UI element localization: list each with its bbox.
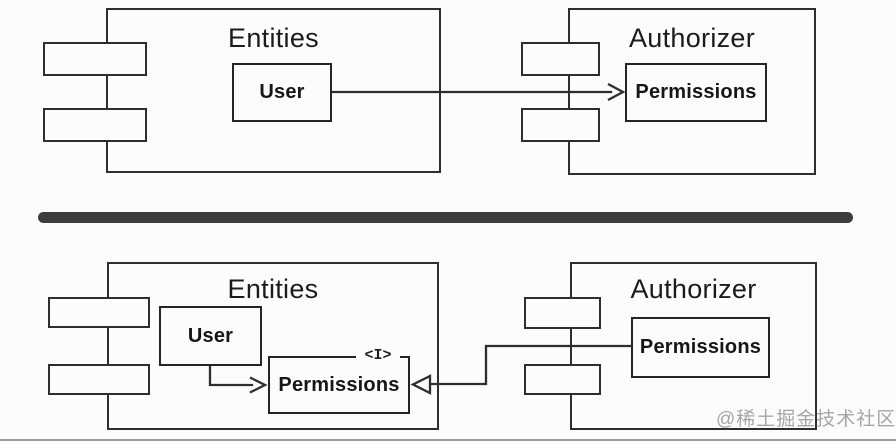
- component-title-authorizer-bottom: Authorizer: [630, 274, 757, 304]
- component-icon-tab: [43, 108, 147, 142]
- class-box-permissions-entities-bottom: Permissions: [268, 356, 410, 414]
- class-label-user-bottom: User: [187, 324, 234, 347]
- class-label-permissions-entities-bottom: Permissions: [278, 373, 400, 396]
- component-title-entities-top: Entities: [228, 23, 319, 53]
- class-box-permissions-authorizer-bottom: Permissions: [631, 317, 770, 378]
- class-label-permissions-top: Permissions: [635, 81, 757, 103]
- component-icon-tab: [524, 364, 601, 395]
- watermark-text: @稀土掘金技术社区: [716, 409, 896, 430]
- section-divider: [38, 212, 853, 223]
- class-box-user-bottom: User: [159, 306, 262, 366]
- component-icon-tab: [48, 297, 150, 328]
- class-box-permissions-top: Permissions: [625, 63, 767, 122]
- component-icon-tab: [521, 108, 600, 142]
- component-title-authorizer-top: Authorizer: [628, 23, 756, 53]
- component-icon-tab: [524, 297, 601, 329]
- bottom-rule: [0, 439, 896, 441]
- component-title-entities-bottom: Entities: [227, 274, 319, 304]
- class-label-permissions-authorizer-bottom: Permissions: [639, 336, 762, 358]
- interface-marker: <I>: [356, 346, 400, 365]
- class-box-user-top: User: [232, 63, 332, 122]
- component-icon-tab: [521, 42, 600, 76]
- component-icon-tab: [48, 364, 150, 395]
- class-label-user-top: User: [259, 81, 305, 103]
- component-icon-tab: [43, 42, 147, 76]
